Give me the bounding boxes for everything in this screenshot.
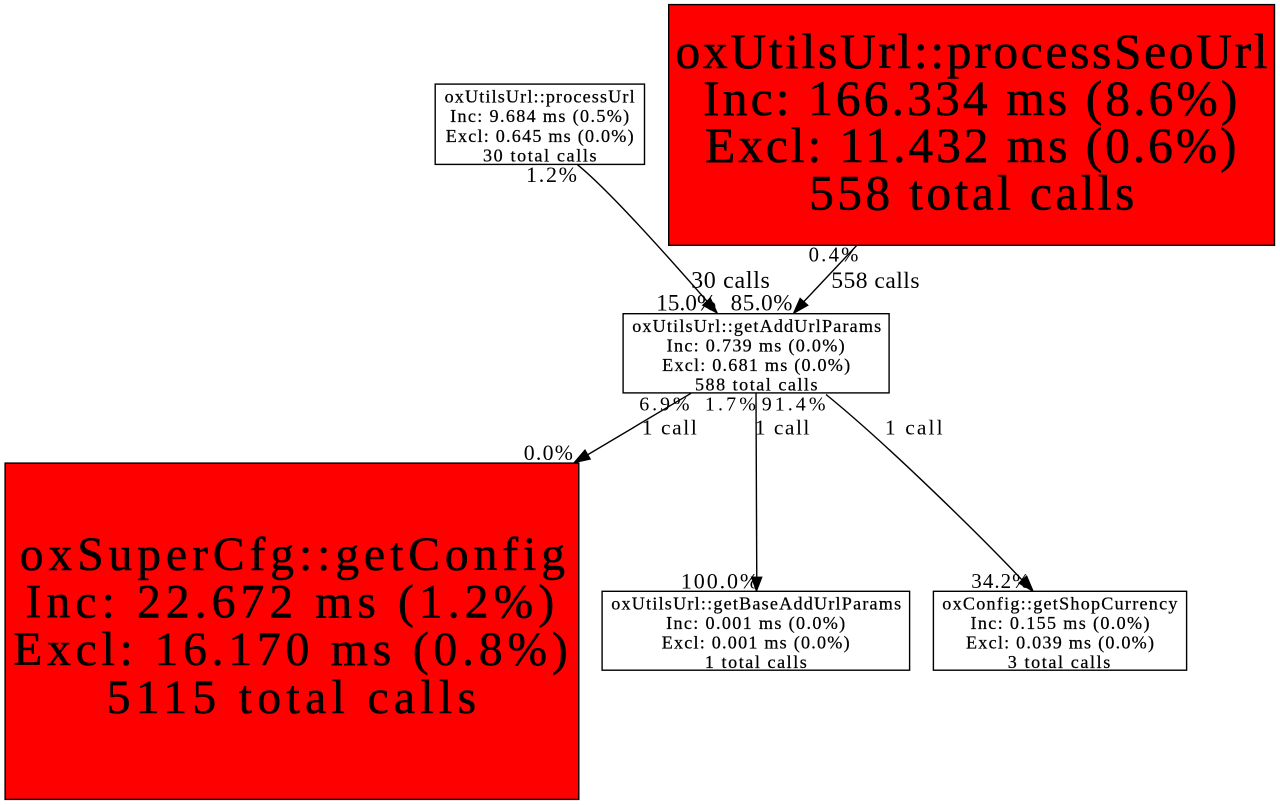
svg-text:Inc: 0.001 ms (0.0%): Inc: 0.001 ms (0.0%) [666, 613, 845, 634]
svg-text:oxConfig::getShopCurrency: oxConfig::getShopCurrency [942, 593, 1177, 613]
svg-text:Inc: 9.684 ms (0.5%): Inc: 9.684 ms (0.5%) [450, 106, 629, 127]
svg-text:Inc: 0.739 ms (0.0%): Inc: 0.739 ms (0.0%) [667, 336, 845, 357]
svg-text:5115 total calls: 5115 total calls [107, 672, 476, 724]
svg-text:558 total calls: 558 total calls [809, 165, 1134, 220]
svg-text:588 total calls: 588 total calls [695, 375, 818, 395]
svg-text:Inc: 166.334 ms (8.6%): Inc: 166.334 ms (8.6%) [703, 71, 1237, 126]
svg-text:15.0%: 15.0% [656, 291, 716, 316]
svg-text:oxUtilsUrl::getBaseAddUrlParam: oxUtilsUrl::getBaseAddUrlParams [611, 593, 901, 613]
svg-text:0.4%: 0.4% [809, 245, 859, 267]
svg-text:Excl: 0.645 ms (0.0%): Excl: 0.645 ms (0.0%) [446, 126, 634, 147]
svg-text:oxUtilsUrl::processSeoUrl: oxUtilsUrl::processSeoUrl [676, 24, 1268, 79]
svg-text:oxUtilsUrl::getAddUrlParams: oxUtilsUrl::getAddUrlParams [632, 316, 881, 336]
svg-text:oxUtilsUrl::processUrl: oxUtilsUrl::processUrl [445, 86, 635, 106]
svg-text:1.2%: 1.2% [526, 162, 577, 187]
svg-text:Excl: 0.039 ms (0.0%): Excl: 0.039 ms (0.0%) [966, 633, 1154, 654]
svg-text:558 calls: 558 calls [831, 268, 919, 294]
svg-text:1 total calls: 1 total calls [705, 652, 807, 672]
svg-text:Excl: 16.170 ms (0.8%): Excl: 16.170 ms (0.8%) [13, 624, 568, 676]
svg-text:6.9%: 6.9% [639, 394, 689, 416]
svg-text:30 total calls: 30 total calls [483, 146, 597, 166]
svg-text:Inc: 0.155 ms (0.0%): Inc: 0.155 ms (0.0%) [971, 613, 1150, 634]
svg-text:0.0%: 0.0% [524, 441, 573, 465]
svg-text:1.7%: 1.7% [705, 394, 756, 416]
svg-text:Excl: 0.681 ms (0.0%): Excl: 0.681 ms (0.0%) [662, 355, 850, 376]
svg-text:Excl: 0.001 ms (0.0%): Excl: 0.001 ms (0.0%) [662, 633, 850, 654]
svg-text:1 call: 1 call [755, 415, 810, 439]
svg-text:85.0%: 85.0% [731, 291, 793, 316]
svg-text:34.2%: 34.2% [971, 569, 1029, 593]
svg-text:oxSuperCfg::getConfig: oxSuperCfg::getConfig [20, 529, 565, 581]
svg-text:Excl: 11.432 ms (0.6%): Excl: 11.432 ms (0.6%) [705, 118, 1237, 173]
svg-text:30 calls: 30 calls [691, 268, 770, 294]
svg-text:1 call: 1 call [642, 415, 697, 439]
svg-text:100.0%: 100.0% [681, 568, 758, 593]
svg-text:Inc: 22.672 ms (1.2%): Inc: 22.672 ms (1.2%) [26, 577, 555, 629]
svg-text:3 total calls: 3 total calls [1008, 652, 1111, 672]
svg-text:1 call: 1 call [885, 415, 943, 439]
